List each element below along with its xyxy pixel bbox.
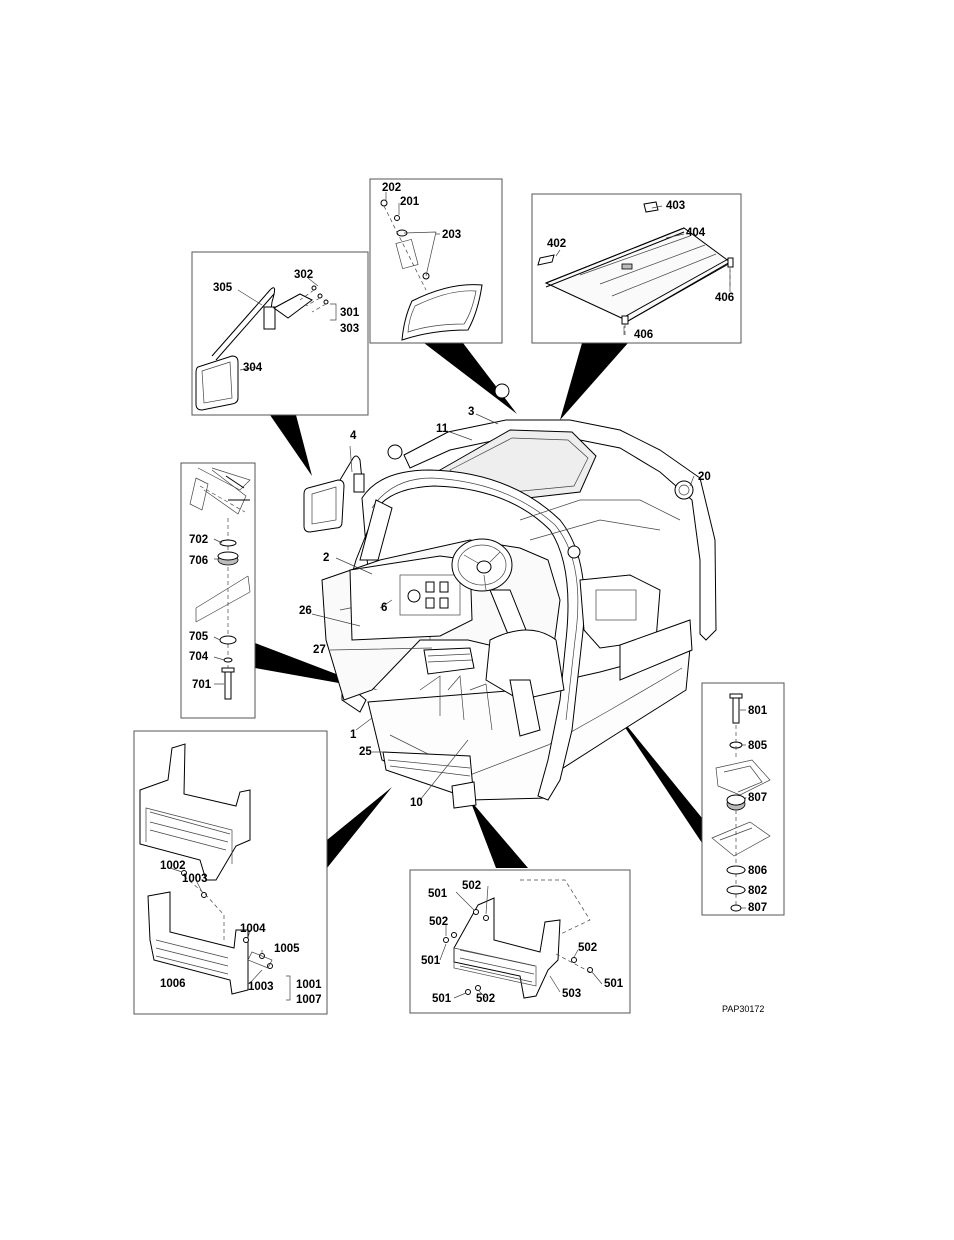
label-406-bottom: 406 <box>634 329 653 341</box>
drawing-code: PAP30172 <box>722 1004 764 1014</box>
callout-wedge-1000 <box>327 787 392 868</box>
label-202: 202 <box>382 182 401 194</box>
label-1003-upper: 1003 <box>182 873 208 885</box>
label-807-bottom: 807 <box>748 902 767 914</box>
label-701: 701 <box>192 679 212 691</box>
label-404: 404 <box>686 227 706 239</box>
label-27: 27 <box>313 644 326 656</box>
label-305: 305 <box>213 282 233 294</box>
label-6: 6 <box>381 602 387 614</box>
label-406-right: 406 <box>715 292 734 304</box>
label-1001: 1001 <box>296 979 322 991</box>
label-10: 10 <box>410 797 423 809</box>
label-4: 4 <box>350 430 357 442</box>
label-1004: 1004 <box>240 923 266 935</box>
label-11: 11 <box>436 423 449 435</box>
label-201: 201 <box>400 196 420 208</box>
label-805: 805 <box>748 740 768 752</box>
label-502-left: 502 <box>429 916 448 928</box>
label-403: 403 <box>666 200 685 212</box>
label-704: 704 <box>189 651 209 663</box>
label-304: 304 <box>243 362 263 374</box>
label-802: 802 <box>748 885 767 897</box>
label-503: 503 <box>562 988 581 1000</box>
label-807-top: 807 <box>748 792 767 804</box>
label-402: 402 <box>547 238 566 250</box>
label-706: 706 <box>189 555 208 567</box>
label-1: 1 <box>350 729 357 741</box>
cab-main-drawing <box>304 384 716 808</box>
label-302: 302 <box>294 269 313 281</box>
label-303: 303 <box>340 323 359 335</box>
label-801: 801 <box>748 705 768 717</box>
label-2: 2 <box>323 552 329 564</box>
label-501-right: 501 <box>604 978 624 990</box>
callout-wedge-300 <box>270 415 312 476</box>
callout-wedge-400 <box>560 343 628 420</box>
label-501-bottom: 501 <box>432 993 452 1005</box>
label-3: 3 <box>468 406 474 418</box>
label-1005: 1005 <box>274 943 300 955</box>
label-1006: 1006 <box>160 978 186 990</box>
label-806: 806 <box>748 865 767 877</box>
label-1003-lower: 1003 <box>248 981 274 993</box>
label-502-top: 502 <box>462 880 481 892</box>
label-301: 301 <box>340 307 360 319</box>
label-20: 20 <box>698 471 711 483</box>
callout-wedge-200 <box>424 343 517 414</box>
label-1002: 1002 <box>160 860 186 872</box>
label-502-right: 502 <box>578 942 597 954</box>
label-26: 26 <box>299 605 312 617</box>
label-705: 705 <box>189 631 209 643</box>
label-25: 25 <box>359 746 372 758</box>
label-501-top: 501 <box>428 888 448 900</box>
label-702: 702 <box>189 534 208 546</box>
label-502-bottom: 502 <box>476 993 495 1005</box>
callout-wedge-500 <box>470 800 528 868</box>
label-1007: 1007 <box>296 994 322 1006</box>
label-501-left: 501 <box>421 955 441 967</box>
label-203: 203 <box>442 229 461 241</box>
